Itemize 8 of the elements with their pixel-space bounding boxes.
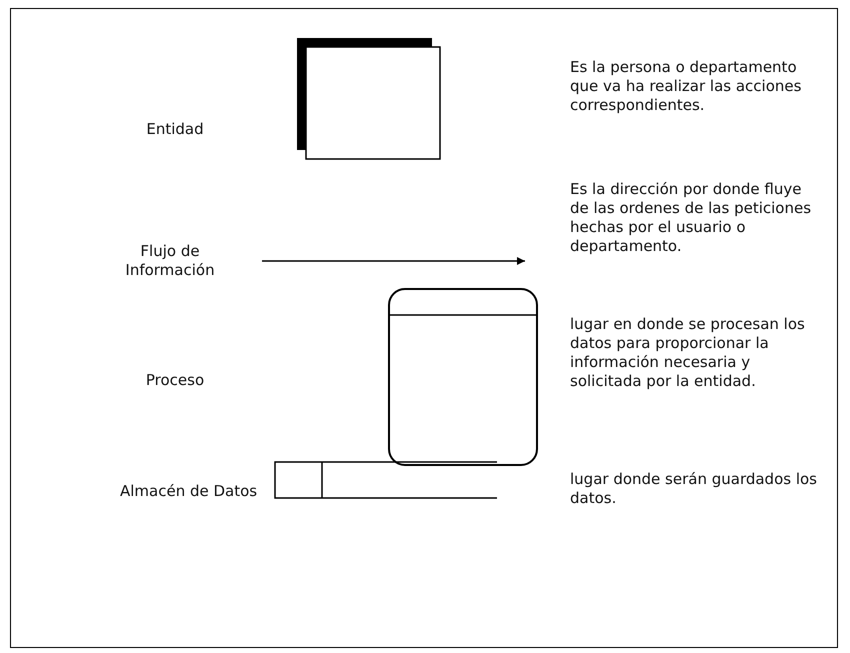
symbol-name: Almacén de Datos — [120, 482, 258, 501]
description-text: lugar en donde se procesan los datos para proporcionar la información necesaria y solicitada por la entidad. — [570, 315, 806, 391]
symbol-name: Proceso — [144, 371, 206, 390]
description-text: Es la persona o departamento que va ha realizar las acciones correspondientes. — [570, 58, 802, 115]
description-text: lugar donde serán guardados los datos. — [570, 470, 818, 508]
symbol-name: Entidad — [145, 120, 205, 139]
symbol-name: Flujo de Información — [124, 242, 216, 280]
description-text: Es la dirección por donde fluye de las ordenes de las peticiones hechas por el usuario o departamento. — [570, 180, 812, 256]
